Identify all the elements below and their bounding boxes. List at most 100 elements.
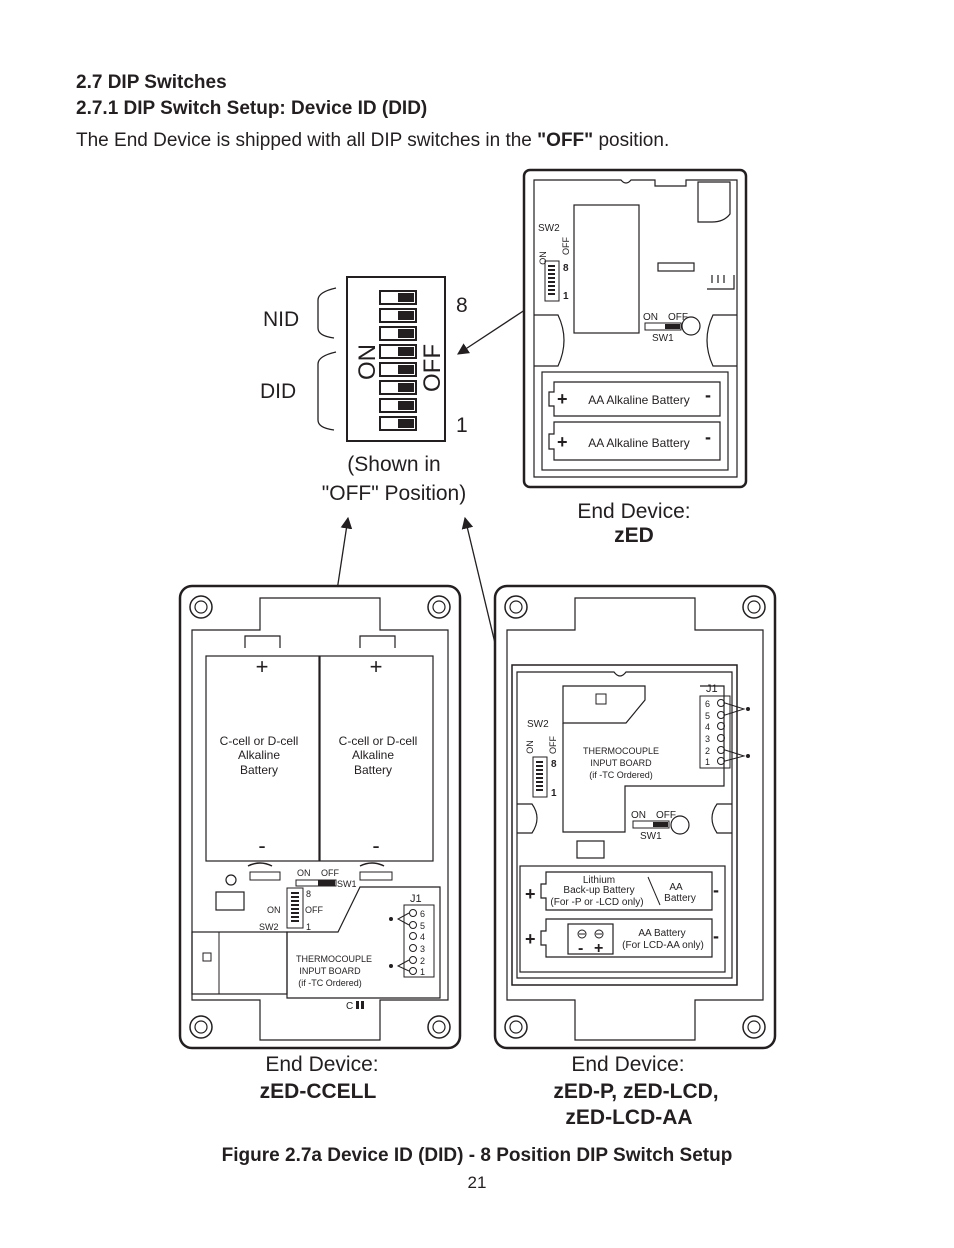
- plcd-j1-terminal: [699, 695, 731, 769]
- zed-battery-1: [548, 381, 721, 417]
- ccell-connector-block: [191, 931, 288, 995]
- zed-battery-2-label: AA Alkaline Battery: [588, 436, 689, 450]
- plcd-aa-text-1: AA: [669, 882, 683, 893]
- plcd-board-inner: [516, 671, 733, 979]
- plcd-pin-3: 3: [705, 734, 710, 744]
- plcd-lithium-text-3: (For -P or -LCD only): [550, 897, 643, 908]
- did-bracket: [317, 351, 337, 431]
- plcd-aa-text-2: Battery: [664, 893, 696, 904]
- ccell-pin-4: 4: [420, 932, 425, 942]
- ccell-sw2-8: 8: [306, 889, 311, 899]
- plcd-pin-2: 2: [705, 746, 710, 756]
- plcd-chip: [576, 840, 605, 859]
- zed-battery-2: [548, 421, 721, 461]
- zed-battery-2-minus: -: [705, 427, 711, 447]
- ccell-right-text-1: C-cell or D-cell: [339, 734, 418, 748]
- ccell-sw1-off: OFF: [321, 868, 339, 878]
- ccell-tc-board: [286, 886, 441, 999]
- plcd-lithium-text-2: Back-up Battery: [563, 885, 634, 896]
- plcd-sw1-label: SW1: [640, 831, 662, 842]
- dip-switch-detail: ON OFF 8 1 NID DID (Shown in "OFF" Posit…: [260, 276, 468, 505]
- plcd-sw2-off: OFF: [548, 736, 558, 754]
- zed-connector: [657, 262, 695, 272]
- ccell-left-text-2: Alkaline: [238, 748, 280, 762]
- plcd-j1-label: J1: [706, 683, 718, 695]
- ccell-mounting-holes: [189, 595, 451, 1039]
- ccell-pin-5: 5: [420, 921, 425, 931]
- dip-number-1: 1: [456, 414, 468, 437]
- plcd-lithium-battery: [540, 871, 713, 911]
- plcd-aa-battery: [540, 918, 713, 958]
- plcd-pin-5: 5: [705, 711, 710, 721]
- plcd-thermocouple-wires: [724, 702, 746, 762]
- plcd-led: [670, 815, 690, 835]
- ccell-led: [225, 874, 237, 886]
- zed-battery-1-plus: +: [557, 389, 568, 409]
- plcd-sw1-off: OFF: [656, 810, 676, 821]
- zed-led: [681, 316, 701, 336]
- plcd-lithium-minus: -: [713, 880, 719, 900]
- page-number: 21: [467, 1173, 487, 1192]
- zed-sw2-8: 8: [563, 263, 569, 274]
- plcd-terminal-minus: -: [578, 940, 583, 957]
- ccell-sw1-label: SW1: [337, 879, 357, 889]
- plcd-inner-outline: [506, 597, 764, 1041]
- plcd-aa-plus: +: [525, 929, 536, 949]
- plcd-lithium-text-1: Lithium: [583, 875, 615, 886]
- zed-sw1-label: SW1: [652, 333, 674, 344]
- zed-battery-2-plus: +: [557, 432, 568, 452]
- intro-off-emphasis: "OFF": [537, 130, 594, 151]
- ccell-label-model: zED-CCELL: [260, 1080, 377, 1103]
- section-heading: 2.7 DIP Switches: [76, 72, 227, 93]
- ccell-j1-label: J1: [410, 893, 422, 905]
- dip-on-label: ON: [354, 344, 381, 380]
- zed-battery-1-minus: -: [705, 385, 711, 405]
- ccell-tc-text-1: THERMOCOUPLE: [296, 954, 372, 964]
- plcd-sw2-on: ON: [525, 740, 535, 754]
- zed-p-lcd-device: J1 6 5 4 3 2 1 SW2 ON OFF 8 1 THERMOCOUP…: [493, 584, 777, 1129]
- ccell-right-minus: -: [372, 833, 379, 858]
- zed-sw2-label: SW2: [538, 223, 560, 234]
- zed-label-model: zED: [614, 524, 654, 547]
- plcd-aab-text-1: AA Battery: [638, 928, 685, 939]
- ccell-pin-2: 2: [420, 956, 425, 966]
- plcd-pin-4: 4: [705, 722, 710, 732]
- plcd-label-models-1: zED-P, zED-LCD,: [553, 1080, 718, 1103]
- plcd-sw2-label: SW2: [527, 719, 549, 730]
- ccell-left-minus: -: [258, 833, 265, 858]
- shown-in-label: (Shown in: [347, 453, 440, 476]
- ccell-j1-terminal: [403, 904, 435, 978]
- ccell-right-text-2: Alkaline: [352, 748, 394, 762]
- plcd-enclosure: [493, 584, 777, 1050]
- plcd-aa-terminal: [567, 923, 614, 955]
- zed-sw1-on: ON: [643, 312, 658, 323]
- ccell-sw1-switch: [295, 879, 337, 887]
- zed-label-prefix: End Device:: [577, 500, 690, 523]
- zed-right-notch: [706, 314, 737, 367]
- zed-antenna: [697, 181, 731, 223]
- ccell-chip: [215, 891, 245, 911]
- plcd-pin-6: 6: [705, 699, 710, 709]
- plcd-lithium-plus: +: [525, 884, 536, 904]
- plcd-sw2-switch: [532, 756, 548, 798]
- ccell-sw2-1: 1: [306, 922, 311, 932]
- ccell-clips: [244, 635, 396, 648]
- zed-sw1-off: OFF: [668, 312, 688, 323]
- dip-switch-toggles: [379, 290, 417, 431]
- plcd-sw1-switch: [632, 820, 670, 829]
- plcd-tc-text-3: (if -TC Ordered): [589, 770, 653, 780]
- ccell-springs: [249, 871, 393, 881]
- dip-off-label: OFF: [419, 344, 446, 392]
- plcd-battery-holder: [519, 865, 726, 973]
- plcd-sw2-1: 1: [551, 788, 557, 799]
- zed-sw1-switch: [644, 322, 682, 331]
- plcd-sw2-8: 8: [551, 759, 557, 770]
- plcd-tc-text-1: THERMOCOUPLE: [583, 746, 659, 756]
- zed-battery-1-label: AA Alkaline Battery: [588, 393, 689, 407]
- plcd-tc-text-2: INPUT BOARD: [590, 758, 652, 768]
- zed-device: SW2 ON OFF 8 1 ON OFF SW1 + - AA Alkalin…: [522, 168, 748, 547]
- zed-left-notch: [534, 314, 565, 367]
- zed-sw2-on: ON: [538, 251, 548, 265]
- ccell-sw2-on: ON: [267, 905, 281, 915]
